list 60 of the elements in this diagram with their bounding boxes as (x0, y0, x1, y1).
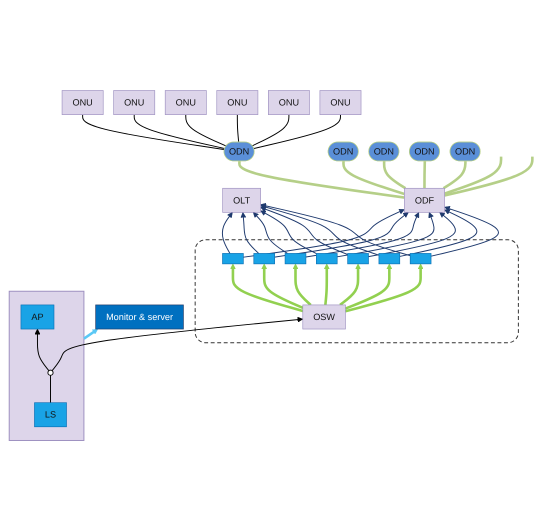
arrow (260, 202, 411, 256)
arrow (222, 212, 233, 254)
arrow (344, 264, 392, 310)
connector (253, 114, 341, 149)
arrow (230, 264, 304, 312)
arrow (252, 212, 288, 254)
connector (252, 114, 290, 146)
arrow (52, 316, 304, 372)
node-box: ONU (268, 90, 310, 115)
arrow (305, 212, 420, 258)
node-box: ONU (113, 90, 156, 115)
connector (423, 161, 426, 188)
cluster (194, 239, 519, 344)
arrow (274, 212, 409, 258)
node-box: OLT (222, 188, 261, 213)
arrow (261, 264, 304, 310)
connector (134, 114, 226, 150)
arrow (260, 206, 348, 255)
node-box (222, 253, 244, 264)
connector (185, 114, 227, 147)
connector (238, 161, 405, 199)
cluster (8, 290, 84, 441)
arrow (34, 328, 50, 372)
connector (444, 156, 502, 195)
node-box (347, 253, 369, 264)
node-box: ONU (216, 90, 258, 115)
node-box (378, 253, 400, 264)
arrow (260, 210, 317, 254)
arrow (368, 212, 456, 258)
node-box (410, 253, 432, 264)
node-box: ODF (404, 188, 445, 213)
node-box (253, 253, 275, 264)
arrow (336, 212, 434, 258)
node-circle (47, 370, 54, 376)
arrow (240, 212, 260, 254)
arrow (83, 328, 98, 340)
arrow (324, 264, 330, 306)
connector (82, 114, 226, 150)
connector (382, 161, 406, 190)
arrow (430, 206, 499, 257)
connector (342, 161, 405, 196)
node-box: OSW (302, 304, 346, 330)
node-box: ONU (164, 90, 207, 115)
node-box: ONU (62, 90, 104, 115)
arrow (399, 209, 478, 257)
connector (442, 161, 467, 190)
connector (236, 114, 240, 143)
node-box: ONU (320, 90, 362, 115)
connector (50, 374, 51, 404)
arrow (242, 209, 405, 258)
node-box: LS (34, 402, 67, 428)
node-box: Monitor & server (95, 304, 184, 330)
node-box: AP (20, 304, 54, 330)
arrow (345, 264, 424, 313)
node-box (284, 253, 306, 264)
arrow (292, 264, 312, 306)
arrow (339, 264, 361, 306)
node-box (316, 253, 338, 264)
connector (444, 156, 534, 197)
arrow (260, 204, 380, 256)
